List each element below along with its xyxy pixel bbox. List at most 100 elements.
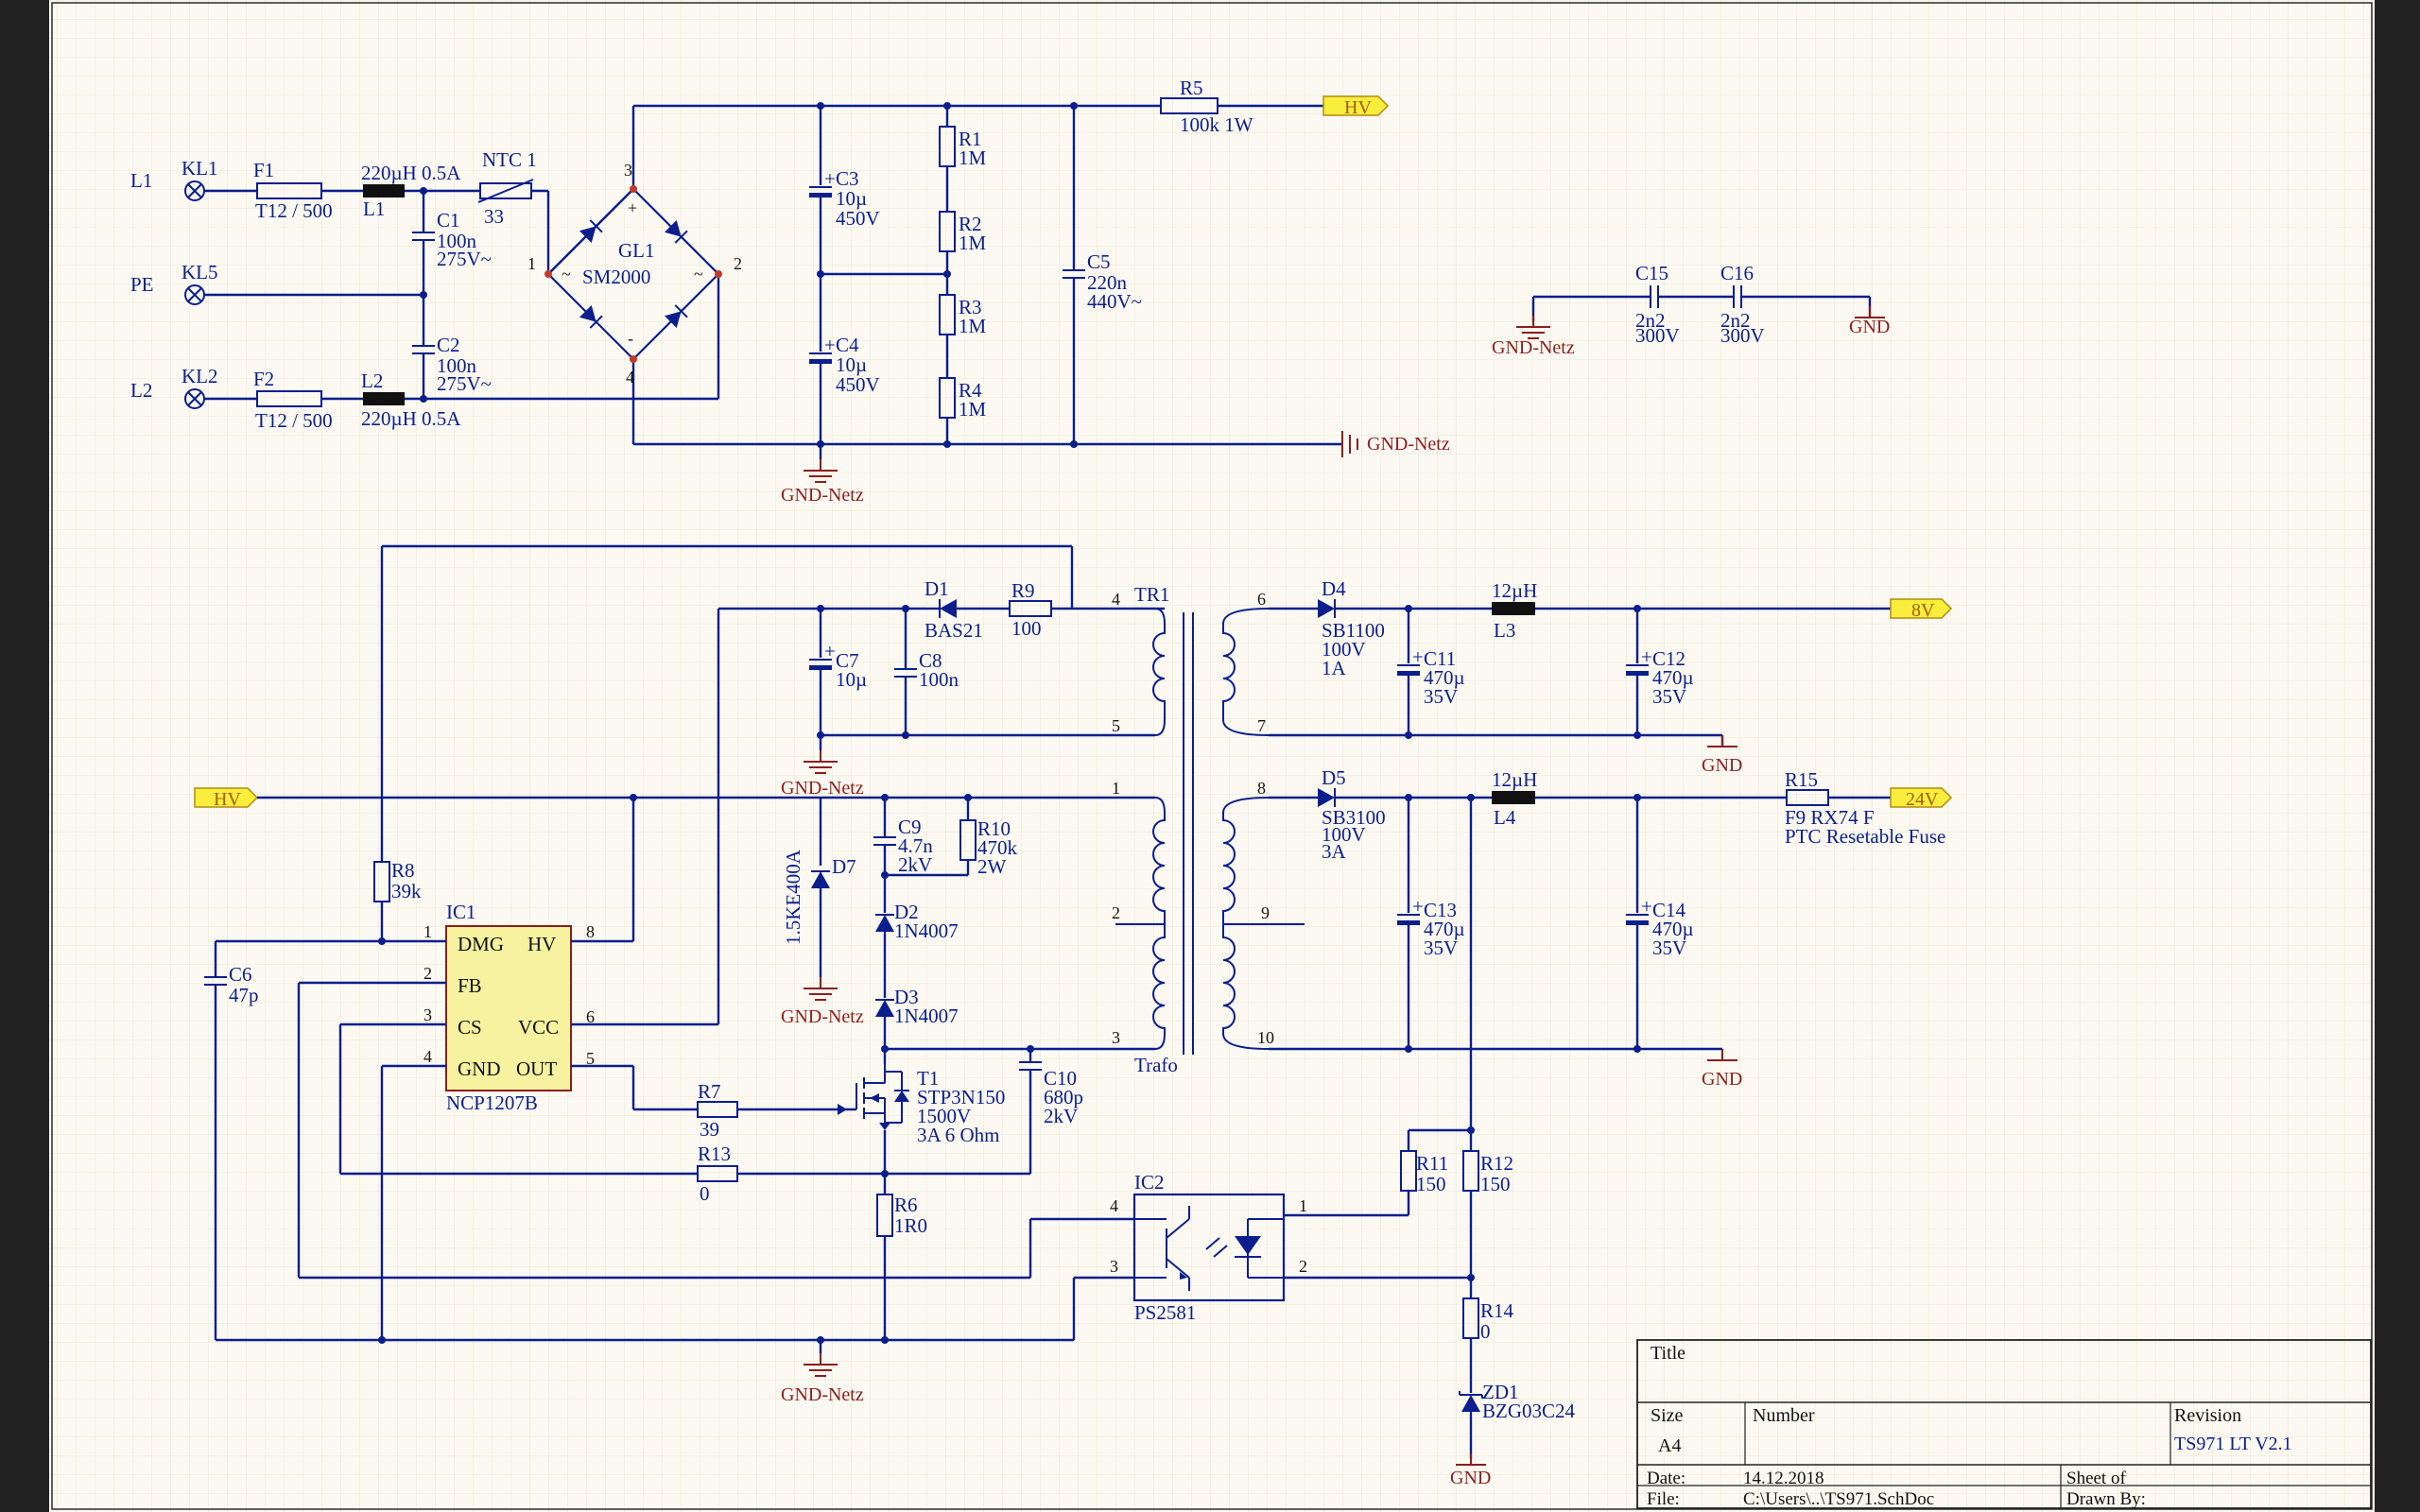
transformer-tr1: TR1 Trafo 4 5 1 2 3 6 7 8 9 10 — [1112, 583, 1305, 1076]
port-8v: 8V — [1890, 598, 1953, 621]
sheet-label: Sheet of — [2066, 1469, 2126, 1488]
c10-value: 680p — [1044, 1086, 1083, 1108]
date-label: Date: — [1647, 1469, 1685, 1488]
r11-label: R11 — [1416, 1152, 1448, 1175]
mosfet-t1 — [832, 1064, 909, 1130]
c8-label: C8 — [919, 649, 942, 672]
r15-label: R15 — [1785, 768, 1818, 791]
d7-value: 1.5KE400A — [782, 849, 804, 945]
tr1-label: TR1 — [1134, 583, 1169, 606]
r9-label: R9 — [1011, 579, 1035, 602]
svg-text:8: 8 — [1257, 779, 1266, 798]
svg-text:5: 5 — [1112, 716, 1120, 735]
24v-label: 24V — [1906, 789, 1939, 810]
l2-value: 220µH 0.5A — [361, 407, 461, 430]
r8-value: 39k — [391, 880, 422, 902]
d2-label: D2 — [894, 901, 919, 923]
zd1-label: ZD1 — [1482, 1381, 1519, 1403]
gl1-value: SM2000 — [582, 266, 650, 288]
t1-rating: 3A 6 Ohm — [917, 1124, 1000, 1146]
d4-part: SB1100 — [1322, 619, 1385, 642]
l4-value: 12µH — [1492, 768, 1537, 791]
c15-value: 2n2 — [1635, 309, 1666, 332]
c16-label: C16 — [1720, 262, 1754, 284]
c3-value: 10µ — [836, 187, 867, 210]
kl1-label: KL1 — [182, 157, 218, 180]
c5-voltage: 440V~ — [1087, 290, 1142, 313]
c5-value: 220n — [1087, 271, 1128, 294]
svg-text:4: 4 — [626, 368, 634, 387]
svg-text:7: 7 — [1257, 716, 1266, 735]
r1-label: R1 — [959, 128, 982, 150]
inductor-l3 — [1492, 602, 1535, 615]
svg-text:2: 2 — [1112, 903, 1120, 922]
title-block: Title Size A4 Number Revision TS971 LT V… — [1636, 1339, 2372, 1509]
ntc-value: 33 — [484, 205, 504, 228]
r2-label: R2 — [959, 213, 982, 235]
svg-text:+: + — [824, 640, 836, 662]
r7-label: R7 — [698, 1080, 721, 1103]
c2-label: C2 — [437, 334, 460, 356]
c16-value: 2n2 — [1720, 309, 1751, 332]
svg-text:~: ~ — [694, 265, 703, 284]
output-stage: 8V D4 SB1100 100V 1A 12µH L3 GND + C11 4… — [1110, 577, 1953, 1488]
pin-out: OUT — [516, 1057, 557, 1080]
d5-part: SB3100 — [1322, 806, 1386, 829]
y-capacitor-group: GND-Netz GND C15 2n2 300V C16 2n2 300V — [1492, 262, 1890, 358]
r13-value: 0 — [700, 1182, 710, 1205]
svg-text:2: 2 — [424, 964, 432, 983]
gl1-label: GL1 — [618, 239, 655, 262]
d5-label: D5 — [1322, 766, 1346, 789]
inductor-l1 — [363, 184, 405, 198]
l1-value: 220µH 0.5A — [361, 162, 461, 184]
pin-cs: CS — [458, 1016, 482, 1039]
number-label: Number — [1753, 1405, 1815, 1426]
r10-label: R10 — [977, 817, 1011, 840]
c14-value: 470µ — [1652, 918, 1694, 940]
c13-voltage: 35V — [1424, 936, 1458, 959]
gnd-net-label-5: GND-Netz — [781, 1384, 864, 1405]
svg-text:3: 3 — [424, 1005, 432, 1024]
gnd-net-label-2: GND-Netz — [1367, 434, 1450, 455]
c4-label: C4 — [836, 334, 859, 356]
kl2-label: KL2 — [182, 365, 218, 387]
gnd-net-label-y: GND-Netz — [1492, 337, 1575, 358]
d4-label: D4 — [1322, 577, 1346, 600]
f2-value: T12 / 500 — [255, 409, 333, 432]
c11-voltage: 35V — [1424, 685, 1458, 708]
r10-power: 2W — [977, 855, 1007, 878]
c1-label: C1 — [437, 209, 460, 232]
d3-value: 1N4007 — [894, 1005, 959, 1027]
r6-value: 1R0 — [894, 1214, 927, 1237]
c1-voltage: 275V~ — [437, 248, 492, 270]
port-24v: 24V — [1890, 787, 1953, 810]
c6-value: 47p — [229, 984, 259, 1006]
pin-fb: FB — [458, 974, 482, 997]
c4-voltage: 450V — [836, 373, 880, 396]
r12-value: 150 — [1480, 1173, 1511, 1195]
hv-top-label: HV — [1344, 97, 1372, 118]
c9-label: C9 — [898, 816, 922, 838]
c3-voltage: 450V — [836, 207, 880, 230]
c15-voltage: 300V — [1635, 324, 1680, 347]
d2-value: 1N4007 — [894, 919, 959, 942]
svg-text:-: - — [628, 329, 633, 348]
primary-control: HV R8 39k IC1 NCP1207B DMG HV FB CS VCC … — [194, 544, 1155, 1405]
svg-text:2: 2 — [1299, 1257, 1307, 1276]
gnd-net-chassis — [1341, 431, 1358, 457]
svg-text:+: + — [824, 167, 836, 190]
c16-voltage: 300V — [1720, 324, 1765, 347]
inductor-l4 — [1492, 791, 1535, 804]
t1-label: T1 — [917, 1067, 939, 1090]
c2-voltage: 275V~ — [437, 372, 492, 395]
svg-text:1: 1 — [527, 254, 536, 273]
r14-label: R14 — [1480, 1299, 1514, 1322]
r3-label: R3 — [959, 296, 982, 318]
t1-voltage: 1500V — [917, 1105, 971, 1127]
r5-value: 100k 1W — [1180, 113, 1253, 136]
date-value: 14.12.2018 — [1743, 1469, 1824, 1488]
gnd-label-y: GND — [1849, 317, 1890, 337]
pe-net-label: PE — [130, 273, 154, 296]
d4-current: 1A — [1322, 657, 1347, 679]
